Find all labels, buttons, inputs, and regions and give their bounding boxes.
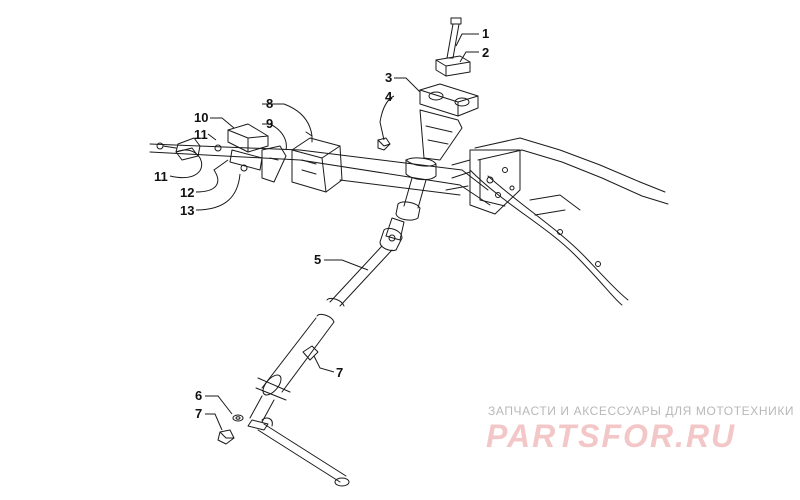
lower-nut [217, 429, 235, 445]
callout-8: 8 [266, 96, 273, 111]
lower-shaft-end [247, 395, 275, 431]
callout-7-lower: 7 [195, 406, 202, 421]
callout-11-lower: 11 [154, 169, 168, 184]
callout-6: 6 [195, 388, 202, 403]
washer [232, 414, 244, 422]
watermark-logo: PARTSFOR.RU [486, 418, 737, 454]
main-steering-shaft [255, 245, 393, 401]
upper-clamp-cap [435, 55, 471, 77]
screws [156, 142, 248, 172]
nut [377, 137, 391, 151]
callout-9: 9 [266, 116, 273, 131]
handlebar-clamp-block [291, 131, 343, 193]
callout-12: 12 [180, 185, 194, 200]
upper-steering-shaft [395, 177, 427, 221]
callout-2: 2 [482, 45, 489, 60]
callout-10: 10 [194, 110, 208, 125]
universal-joint [379, 217, 405, 251]
lower-linkage-arm [257, 417, 350, 487]
side-clamp [227, 123, 269, 153]
callout-1: 1 [482, 26, 489, 41]
shaft-collar-upper [302, 345, 319, 361]
callout-7-upper: 7 [336, 365, 343, 380]
leader-lines [169, 33, 479, 431]
dash-panel-reference-lines [149, 143, 491, 206]
callout-13: 13 [180, 203, 194, 218]
callout-5: 5 [314, 252, 321, 267]
callout-3: 3 [385, 70, 392, 85]
bearing-block [419, 83, 479, 117]
callout-11-upper: 11 [194, 127, 208, 142]
callout-labels: 1 2 3 4 5 7 6 7 8 9 10 11 11 12 13 [154, 26, 489, 421]
column-support-bracket [405, 109, 463, 181]
top-bolt [446, 17, 462, 59]
mount-plate [229, 149, 263, 171]
mount-bracket [261, 145, 287, 183]
frame-section [445, 137, 669, 306]
watermark-tagline: ЗАПЧАСТИ И АКСЕССУАРЫ ДЛЯ МОТОТЕХНИКИ [488, 404, 795, 418]
callout-4: 4 [385, 89, 393, 104]
